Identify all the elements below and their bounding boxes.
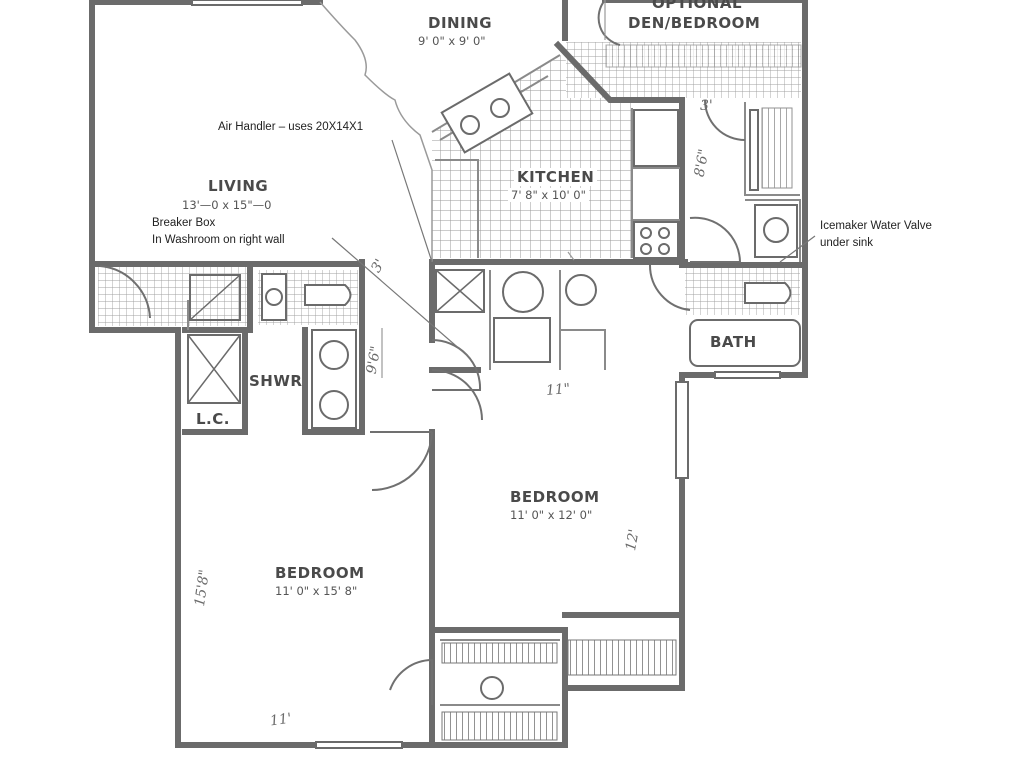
dining-dims: 9' 0" x 9' 0" [418, 34, 486, 48]
windows [191, 0, 781, 749]
dining-boundary-line [319, 1, 433, 262]
den-label-line1: OPTIONAL [652, 0, 743, 12]
bedroom-1-width-mark: 11' [268, 710, 293, 730]
bath-toilet-icon [744, 282, 792, 304]
closet-shelving [441, 44, 802, 741]
dryer-icon [319, 390, 349, 420]
closet-fixture-icon [480, 676, 504, 700]
range [633, 221, 679, 259]
burner-icon [658, 227, 670, 239]
sink-basin-right-icon [490, 98, 510, 118]
burner-icon [658, 243, 670, 255]
shower-label: SHWR [249, 372, 303, 390]
burner-icon [640, 243, 652, 255]
bathtub [689, 319, 801, 367]
bath-label: BATH [710, 333, 757, 351]
bath-sink-icon [763, 217, 789, 243]
burner-icon [640, 227, 652, 239]
icemaker-note-line1: Icemaker Water Valve [820, 220, 932, 232]
refrigerator [633, 109, 679, 167]
washer-icon [319, 340, 349, 370]
annotation-leaders [331, 139, 816, 359]
sink-icon [565, 274, 597, 306]
pencil-marks [381, 0, 606, 378]
kitchen-label: KITCHEN [514, 168, 598, 186]
kitchen-dims: 7' 8" x 10' 0" [508, 188, 589, 202]
living-label: LIVING [208, 177, 269, 195]
water-heater-icon [502, 271, 544, 313]
linen-closet-label: L.C. [196, 410, 230, 428]
living-dims: 13'—0 x 15"—0 [182, 198, 272, 212]
vanity-sink-icon [265, 288, 283, 306]
bedroom-1-label: BEDROOM [275, 564, 365, 582]
icemaker-note-line2: under sink [820, 237, 874, 249]
den-width-mark: 3' [700, 98, 713, 114]
bedroom-2-dims: 11' 0" x 12' 0" [510, 508, 593, 522]
sink-basin-left-icon [460, 115, 480, 135]
toilet-icon [304, 284, 352, 306]
walls [89, 0, 808, 748]
fixtures [187, 72, 801, 700]
dining-label: DINING [428, 14, 493, 32]
hall-width-mark: 11" [545, 380, 571, 400]
breaker-box-note-line2: In Washroom on right wall [152, 234, 285, 246]
bedroom-1-dims: 11' 0" x 15' 8" [275, 584, 358, 598]
bedroom-2-label: BEDROOM [510, 488, 600, 506]
air-handler-note: Air Handler – uses 20X14X1 [218, 121, 364, 133]
hall-closet-box [493, 317, 551, 363]
den-label-line2: DEN/BEDROOM [628, 14, 761, 32]
breaker-box-note-line1: Breaker Box [152, 217, 216, 229]
door-swings [99, 0, 746, 705]
